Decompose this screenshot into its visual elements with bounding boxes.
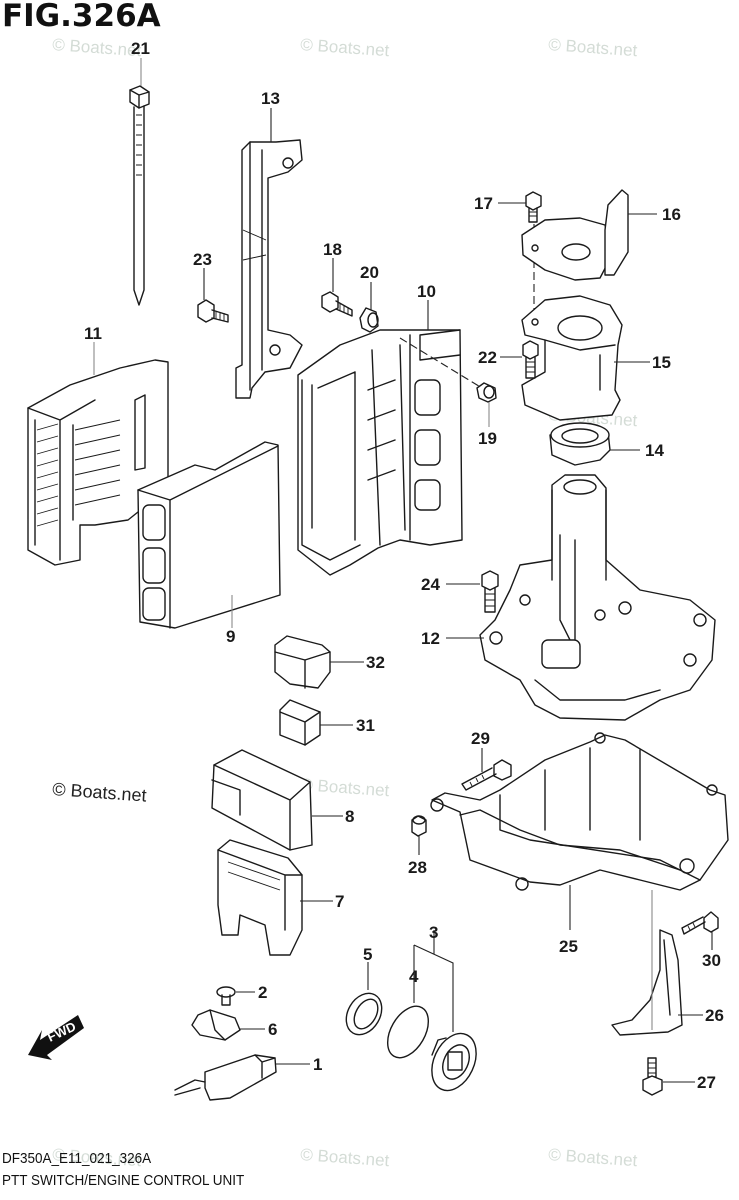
part-25-mount-frame[interactable] — [430, 732, 729, 891]
part-9-engine-control-unit[interactable] — [137, 441, 281, 629]
callout-18[interactable]: 18 — [323, 240, 342, 259]
part-27-bolt[interactable] — [642, 1057, 663, 1096]
part-5-cover[interactable] — [339, 987, 389, 1041]
part-6-clamp[interactable] — [191, 1009, 241, 1041]
part-12-ptt-motor-base[interactable] — [479, 474, 716, 721]
figure-title: FIG.326A — [2, 0, 161, 34]
callout-20[interactable]: 20 — [360, 263, 379, 282]
part-26-bracket[interactable] — [611, 929, 683, 1036]
callout-11[interactable]: 11 — [84, 324, 102, 343]
callout-10[interactable]: 10 — [417, 282, 436, 301]
part-24-bolt[interactable] — [481, 570, 499, 613]
part-30-bolt[interactable] — [681, 911, 719, 935]
part-14-seal[interactable] — [549, 422, 611, 466]
part-17-bolt[interactable] — [525, 191, 542, 223]
callout-13[interactable]: 13 — [261, 89, 280, 108]
part-18-bolt[interactable] — [321, 291, 353, 317]
callout-2[interactable]: 2 — [258, 983, 267, 1002]
callout-1[interactable]: 1 — [313, 1055, 322, 1074]
figure-code: DF350A_E11_021_326A — [2, 1150, 152, 1167]
watermark: © Boats.net — [52, 35, 142, 60]
part-31-relay[interactable] — [279, 699, 321, 746]
part-2-screw[interactable] — [216, 986, 236, 1006]
callout-3[interactable]: 3 — [429, 923, 438, 942]
part-11-ecu-bracket[interactable] — [27, 359, 169, 566]
callout-30[interactable]: 30 — [702, 951, 721, 970]
part-28-bushing[interactable] — [411, 815, 427, 837]
part-1-ptt-switch[interactable] — [174, 1054, 277, 1101]
watermark: © Boats.net — [300, 775, 390, 800]
callout-26[interactable]: 26 — [705, 1006, 724, 1025]
watermark: © Boats.net — [300, 1145, 390, 1170]
callout-24[interactable]: 24 — [421, 575, 440, 594]
callout-23[interactable]: 23 — [193, 250, 212, 269]
callout-21[interactable]: 21 — [131, 39, 150, 58]
callout-labels: 21 13 23 18 20 10 11 19 17 16 22 15 14 2… — [84, 39, 724, 1092]
callout-6[interactable]: 6 — [268, 1020, 277, 1039]
callout-14[interactable]: 14 — [645, 441, 664, 460]
callout-32[interactable]: 32 — [366, 653, 385, 672]
callout-29[interactable]: 29 — [471, 729, 490, 748]
callout-9[interactable]: 9 — [226, 627, 235, 646]
part-32-relay[interactable] — [274, 635, 331, 689]
part-3-seal-assembly[interactable] — [423, 1026, 485, 1097]
part-8-cover[interactable] — [211, 749, 313, 851]
part-4-o-ring[interactable] — [379, 999, 436, 1064]
watermark-dark: © Boats.net — [52, 779, 147, 806]
part-16-bracket[interactable] — [521, 189, 629, 281]
part-21-cable-tie[interactable] — [129, 85, 150, 306]
callout-17[interactable]: 17 — [474, 194, 493, 213]
callout-25[interactable]: 25 — [559, 937, 578, 956]
part-29-bolt[interactable] — [461, 759, 512, 791]
callout-16[interactable]: 16 — [662, 205, 681, 224]
watermark: © Boats.net — [548, 1145, 638, 1170]
callout-7[interactable]: 7 — [335, 892, 344, 911]
callout-27[interactable]: 27 — [697, 1073, 716, 1092]
part-15-cover-housing[interactable] — [521, 295, 623, 421]
callout-8[interactable]: 8 — [345, 807, 354, 826]
part-7-connector-block[interactable] — [217, 839, 303, 956]
part-20-grommet[interactable] — [359, 307, 379, 333]
part-10-ecu-holder[interactable] — [297, 329, 463, 576]
callout-5[interactable]: 5 — [363, 945, 372, 964]
callout-28[interactable]: 28 — [408, 858, 427, 877]
part-23-bolt[interactable] — [197, 299, 229, 323]
watermark: © Boats.net — [300, 35, 390, 60]
watermark: © Boats.net — [548, 35, 638, 60]
part-22-bolt[interactable] — [522, 340, 539, 379]
callout-22[interactable]: 22 — [478, 348, 497, 367]
part-19-grommet[interactable] — [476, 382, 497, 403]
fwd-arrow-icon: FWD — [28, 1015, 84, 1060]
callout-15[interactable]: 15 — [652, 353, 671, 372]
figure-description: PTT SWITCH/ENGINE CONTROL UNIT — [2, 1172, 245, 1189]
callout-4[interactable]: 4 — [409, 967, 419, 986]
callout-19[interactable]: 19 — [478, 429, 497, 448]
callout-12[interactable]: 12 — [421, 629, 440, 648]
callout-31[interactable]: 31 — [356, 716, 375, 735]
part-13-holder-bar[interactable] — [235, 139, 303, 399]
